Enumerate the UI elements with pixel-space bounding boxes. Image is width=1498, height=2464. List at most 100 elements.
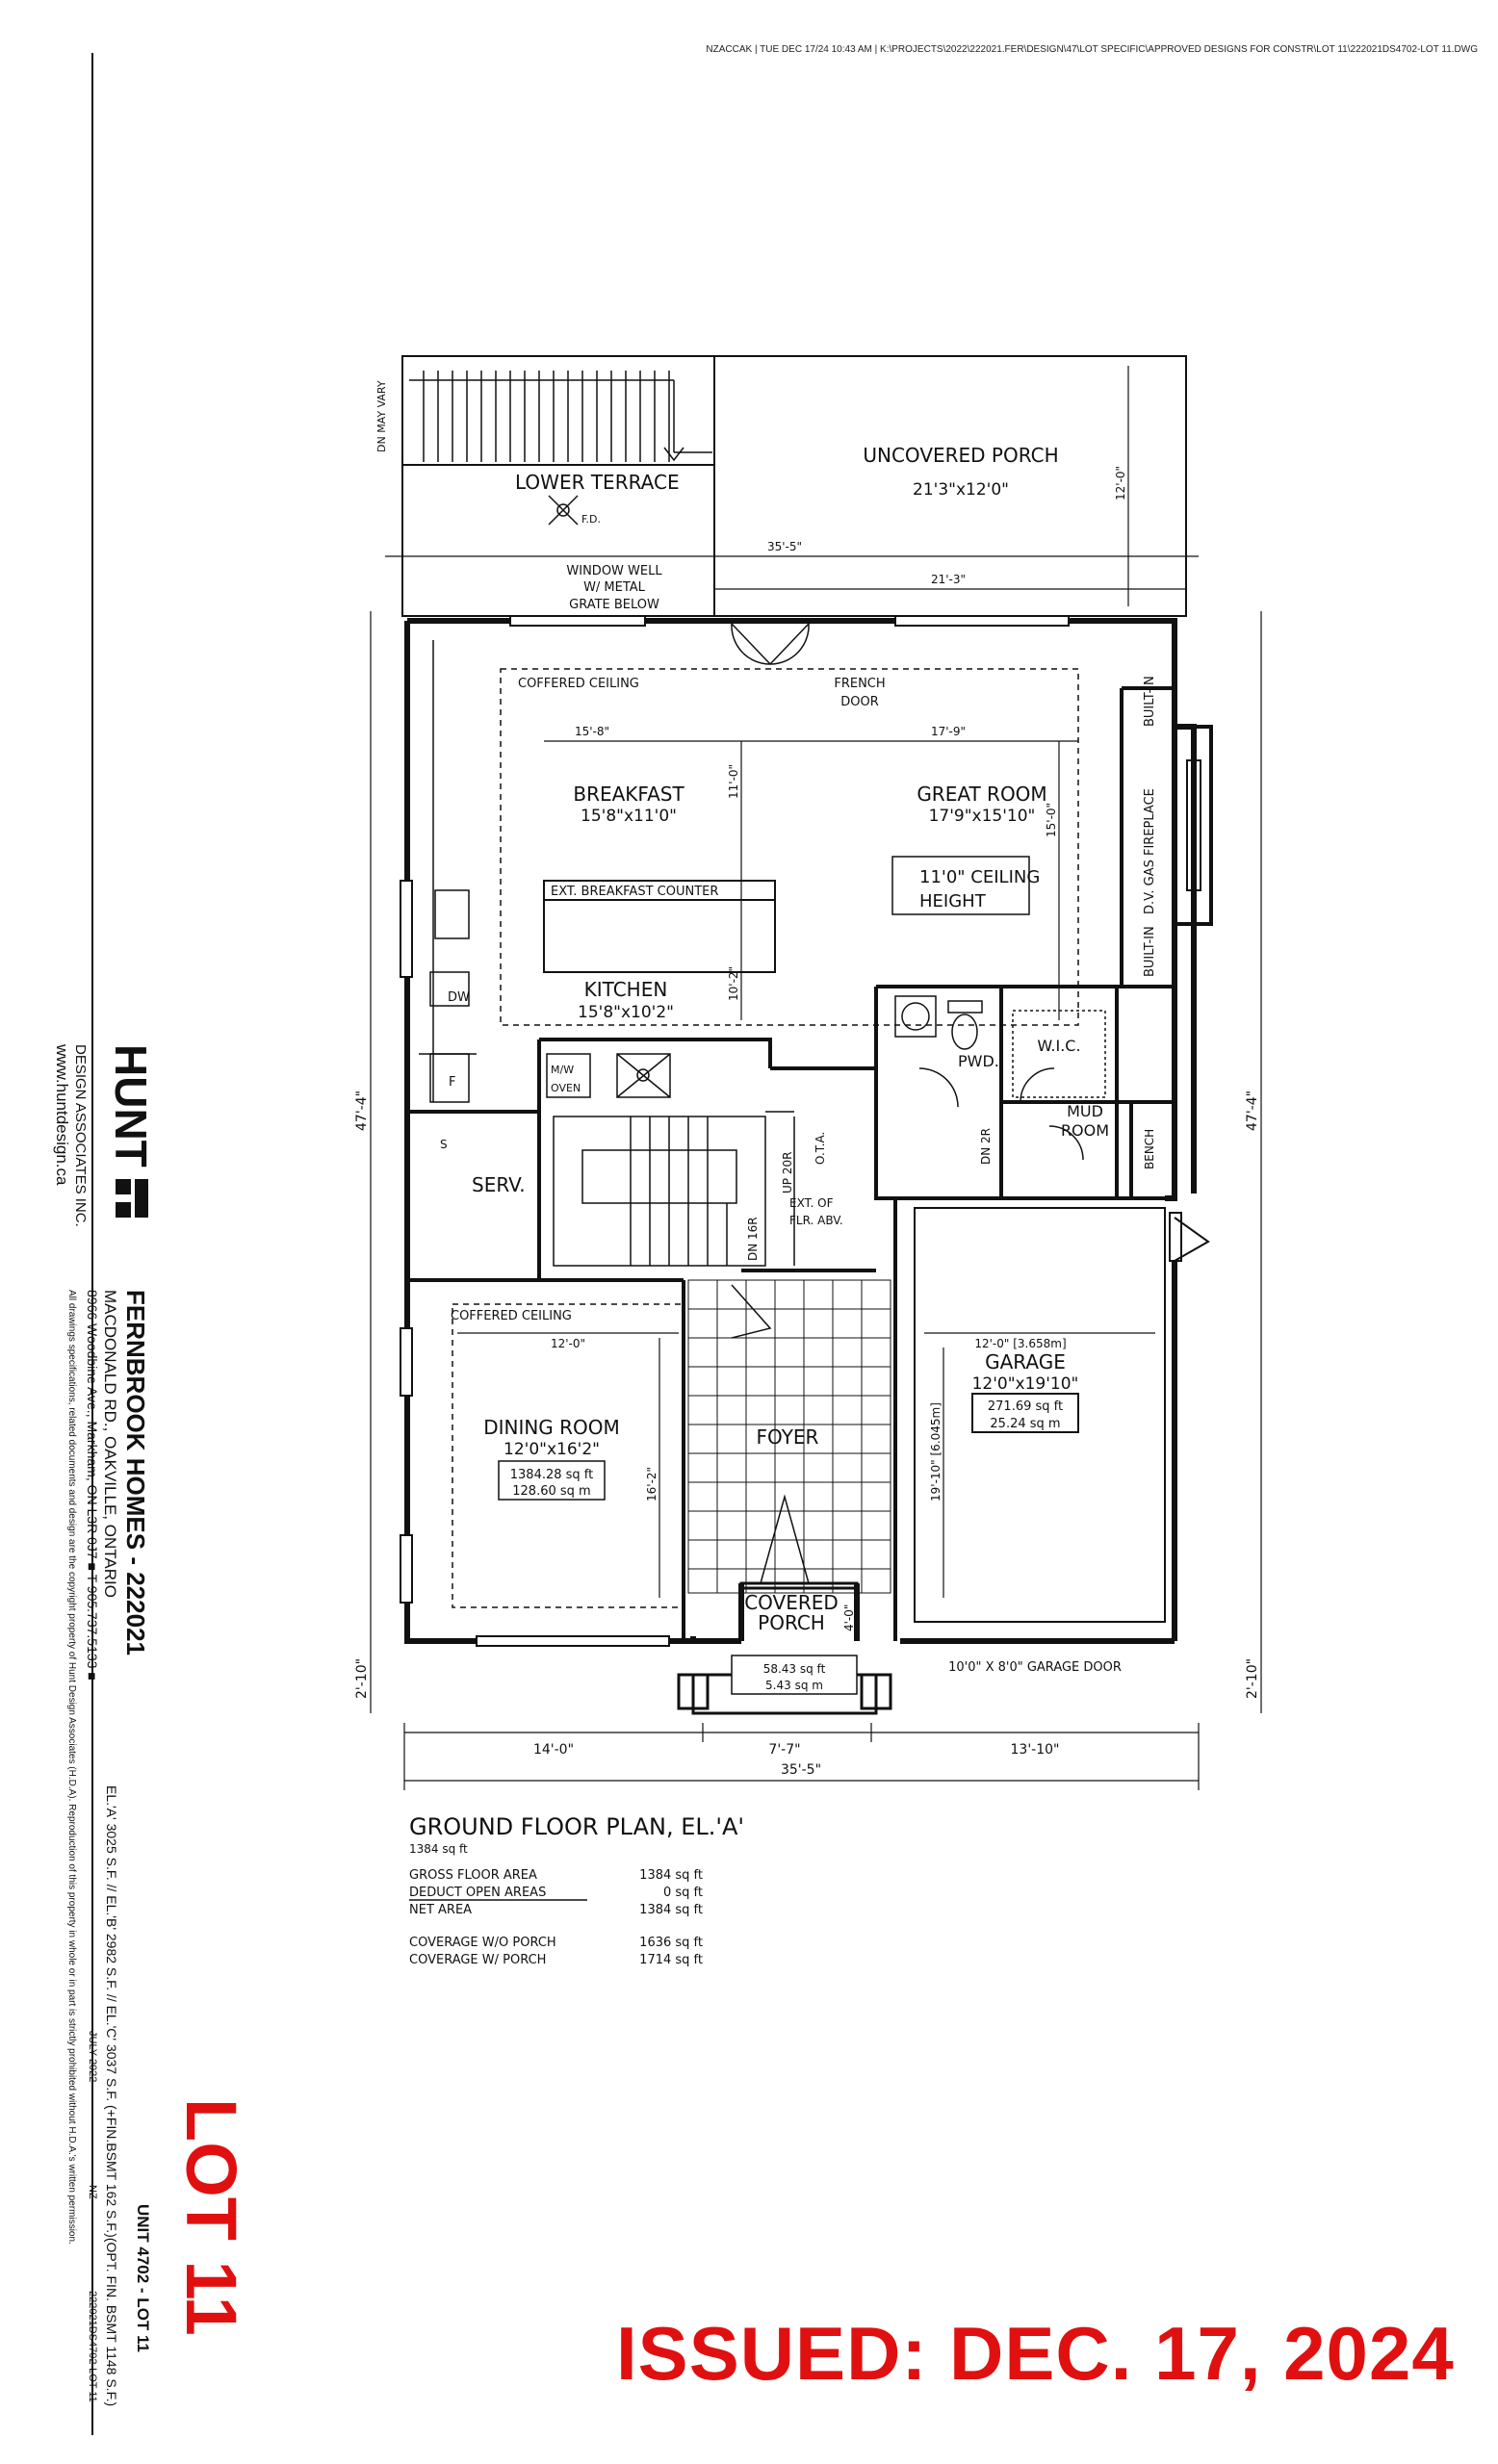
dim-breakfast-width: 15'-8" <box>575 725 609 738</box>
foyer-label: FOYER <box>757 1425 819 1449</box>
covered-porch-line-1: COVERED <box>744 1591 839 1614</box>
dim-front-left: 2'-10" <box>354 1658 370 1699</box>
plan-subtitle: 1384 sq ft <box>409 1842 468 1856</box>
file-path: NZACCAK | TUE DEC 17/24 10:43 AM | K:\PR… <box>706 44 1478 55</box>
area-row-label: COVERAGE W/O PORCH <box>409 1936 556 1950</box>
project-location: MACDONALD RD., OAKVILLE, ONTARIO <box>101 1290 119 1598</box>
dishwasher-label: DW <box>448 990 470 1005</box>
dim-dining-depth: 16'-2" <box>645 1467 659 1502</box>
servery-label: SERV. <box>472 1173 526 1196</box>
kitchen-label: KITCHEN <box>584 978 668 1001</box>
window-well-line-3: GRATE BELOW <box>569 598 659 612</box>
area-row-label: GROSS FLOOR AREA <box>409 1868 537 1883</box>
dn-16r-label: DN 16R <box>746 1217 760 1261</box>
dim-kitchen-depth: 10'-2" <box>727 966 740 1001</box>
breakfast-dim: 15'8"x11'0" <box>581 807 677 826</box>
breakfast-counter-label: EXT. BREAKFAST COUNTER <box>551 885 718 899</box>
dim-front-right: 2'-10" <box>1245 1658 1260 1699</box>
dining-area-ft: 1384.28 sq ft <box>510 1468 594 1482</box>
dim-bottom-left: 14'-0" <box>533 1742 574 1758</box>
fridge-label: F <box>449 1075 455 1090</box>
ext-floor-line-2: FLR. ABV. <box>789 1214 843 1227</box>
kitchen-island <box>543 880 776 973</box>
area-row-value: 0 sq ft <box>663 1886 703 1900</box>
stairs <box>553 1111 795 1267</box>
drawing-date: JULY 2022 <box>87 2031 98 2083</box>
great-room-label: GREAT ROOM <box>917 783 1046 806</box>
garage-area <box>914 1207 1210 1623</box>
firm-name: DESIGN ASSOCIATES INC. <box>72 1044 89 1227</box>
garage-area-ft: 271.69 sq ft <box>988 1399 1063 1414</box>
covered-porch-line-2: PORCH <box>758 1611 825 1634</box>
microwave-label: M/W <box>551 1064 574 1076</box>
porch-area-ft: 58.43 sq ft <box>763 1662 826 1676</box>
dim-garage-depth: 19'-10" [6.045m] <box>929 1402 943 1502</box>
elevation-areas: EL.'A' 3025 S.F. // EL.'B' 2982 S.F. // … <box>104 1785 119 2407</box>
dim-great-width: 17'-9" <box>931 725 966 738</box>
garage-dim: 12'0"x19'10" <box>972 1374 1079 1394</box>
issued-date: ISSUED: DEC. 17, 2024 <box>616 2311 1455 2396</box>
uncovered-porch-label: UNCOVERED PORCH <box>863 444 1058 467</box>
garage-label: GARAGE <box>985 1350 1066 1373</box>
ceiling-height-line-1: 11'0" CEILING <box>919 867 1040 887</box>
great-room-dim: 17'9"x15'10" <box>929 807 1036 826</box>
powder-room-label: PWD. <box>958 1052 999 1070</box>
covered-porch-area <box>677 1581 892 1715</box>
dim-porch-front-depth: 4'-0" <box>842 1604 856 1631</box>
dim-right-side: 47'-4" <box>1245 1091 1260 1131</box>
foyer-tiles <box>687 1279 891 1594</box>
dim-bottom-mid: 7'-7" <box>768 1742 800 1758</box>
coffered-ceiling-label: COFFERED CEILING <box>518 677 639 691</box>
oven-label: OVEN <box>551 1082 581 1094</box>
bench-label: BENCH <box>1143 1129 1156 1169</box>
dn-may-vary-label: DN MAY VARY <box>375 380 388 452</box>
french-door-line-2: DOOR <box>840 695 879 709</box>
garage-door-label: 10'0" X 8'0" GARAGE DOOR <box>948 1660 1122 1675</box>
dim-bottom-right: 13'-10" <box>1011 1742 1060 1758</box>
logo-text: HUNT <box>106 1044 156 1168</box>
ext-floor-line-1: EXT. OF <box>789 1196 834 1210</box>
dim-porch-depth: 12'-0" <box>1114 466 1127 500</box>
firm-address: 8966 Woodbine Ave., Markham, ON L3R 0J7 … <box>85 1290 100 1681</box>
copyright-note: All drawings specifications, related doc… <box>66 1290 77 2245</box>
garage-area-m: 25.24 sq m <box>990 1417 1060 1431</box>
french-door <box>731 623 810 665</box>
fireplace-label: D.V. GAS FIREPLACE <box>1143 788 1157 914</box>
plan-title: GROUND FLOOR PLAN, EL.'A' <box>409 1813 744 1840</box>
firm-website: www.huntdesign.ca <box>53 1044 71 1186</box>
coffered-ceiling-dining-label: COFFERED CEILING <box>451 1309 572 1323</box>
ota-label: O.T.A. <box>814 1132 827 1165</box>
drawing-number: 222021DS4702-LOT 11 <box>87 2291 98 2402</box>
kitchen-dim: 15'8"x10'2" <box>578 1003 674 1022</box>
window-well-line-1: WINDOW WELL <box>566 564 662 578</box>
built-in-bottom-label: BUILT-IN <box>1143 926 1157 977</box>
project-title: FERNBROOK HOMES - 222021 <box>121 1290 150 1656</box>
hunt-logo: HUNT <box>106 1044 156 1218</box>
dim-breakfast-depth: 11'-0" <box>727 764 740 799</box>
kitchen-counters <box>419 640 671 1103</box>
dim-dining-width: 12'-0" <box>551 1337 585 1350</box>
built-in-top-label: BUILT-IN <box>1143 676 1157 727</box>
mud-room-line-1: MUD <box>1067 1102 1103 1120</box>
area-row-value: 1384 sq ft <box>639 1903 703 1917</box>
area-row-label: NET AREA <box>409 1903 472 1917</box>
area-row-value: 1384 sq ft <box>639 1868 703 1883</box>
dn-2r-label: DN 2R <box>979 1128 993 1165</box>
wic-label: W.I.C. <box>1037 1037 1080 1055</box>
dim-garage-width: 12'-0" [3.658m] <box>974 1337 1066 1350</box>
floor-drain-label: F.D. <box>581 513 601 526</box>
dim-great-depth: 15'-0" <box>1045 803 1058 837</box>
breakfast-label: BREAKFAST <box>573 783 684 806</box>
up-20r-label: UP 20R <box>781 1152 794 1194</box>
dim-porch-width: 21'-3" <box>931 573 966 586</box>
lower-terrace-label: LOWER TERRACE <box>515 471 680 494</box>
sink-label: S <box>440 1138 448 1151</box>
dim-left-side: 47'-4" <box>354 1091 370 1131</box>
mud-room-line-2: ROOM <box>1061 1121 1109 1140</box>
dining-room-label: DINING ROOM <box>483 1416 620 1439</box>
area-row-label: DEDUCT OPEN AREAS <box>409 1886 546 1900</box>
dim-bottom-overall: 35'-5" <box>781 1762 821 1778</box>
area-row-label: COVERAGE W/ PORCH <box>409 1953 546 1967</box>
unit-lot: UNIT 4702 - LOT 11 <box>134 2204 152 2352</box>
